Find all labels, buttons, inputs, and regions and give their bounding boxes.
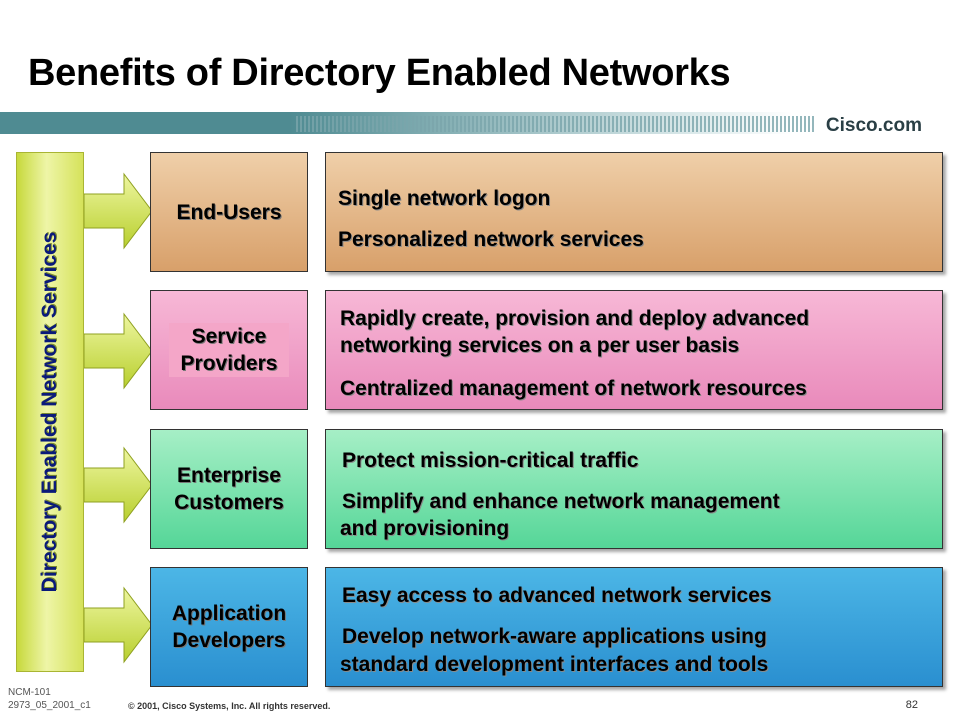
vertical-services-label: Directory Enabled Network Services (38, 231, 61, 593)
benefit-item: Rapidly create, provision and deploy adv… (340, 307, 810, 330)
arrow-right-icon (84, 446, 153, 524)
benefit-item: networking services on a per user basis (340, 334, 740, 357)
category-label: Enterprise (177, 464, 281, 487)
vertical-services-bar (16, 152, 84, 672)
arrow-right-icon (84, 172, 153, 250)
course-code: NCM-101 (8, 687, 51, 698)
cisco-logo-text: Cisco.com (825, 115, 922, 136)
category-label: Service (185, 323, 273, 350)
page-number: 82 (905, 699, 918, 711)
benefit-item: Single network logon (338, 187, 551, 210)
benefit-item: Personalized network services (338, 228, 644, 251)
benefit-item: Easy access to advanced network services (342, 584, 772, 607)
benefits-enterprise-customers: Protect mission-critical traffic Simplif… (325, 429, 943, 549)
category-label: Providers (174, 350, 284, 377)
copyright-notice: © 2001, Cisco Systems, Inc. All rights r… (128, 701, 331, 711)
benefit-item: Centralized management of network resour… (340, 377, 807, 400)
slide-title: Benefits of Directory Enabled Networks (28, 52, 731, 94)
benefit-item: Protect mission-critical traffic (342, 449, 639, 472)
arrow-right-icon (84, 312, 153, 390)
category-label: End-Users (176, 200, 282, 224)
benefit-item: standard development interfaces and tool… (340, 653, 769, 676)
slide-id: 2973_05_2001_c1 (8, 700, 91, 711)
benefits-service-providers: Rapidly create, provision and deploy adv… (325, 290, 943, 410)
benefits-end-users: Single network logon Personalized networ… (325, 152, 943, 272)
category-label: Application (171, 602, 287, 625)
benefit-item: Simplify and enhance network management (342, 490, 780, 513)
category-end-users: End-Users (150, 152, 308, 272)
benefit-item: and provisioning (340, 517, 510, 540)
category-label: Developers (172, 629, 286, 652)
category-label: Customers (174, 491, 284, 514)
arrow-right-icon (84, 586, 153, 664)
benefits-application-developers: Easy access to advanced network services… (325, 567, 943, 687)
benefit-item: Develop network-aware applications using (342, 625, 767, 648)
slide-code: NCM-101 2973_05_2001_c1 (8, 686, 91, 712)
